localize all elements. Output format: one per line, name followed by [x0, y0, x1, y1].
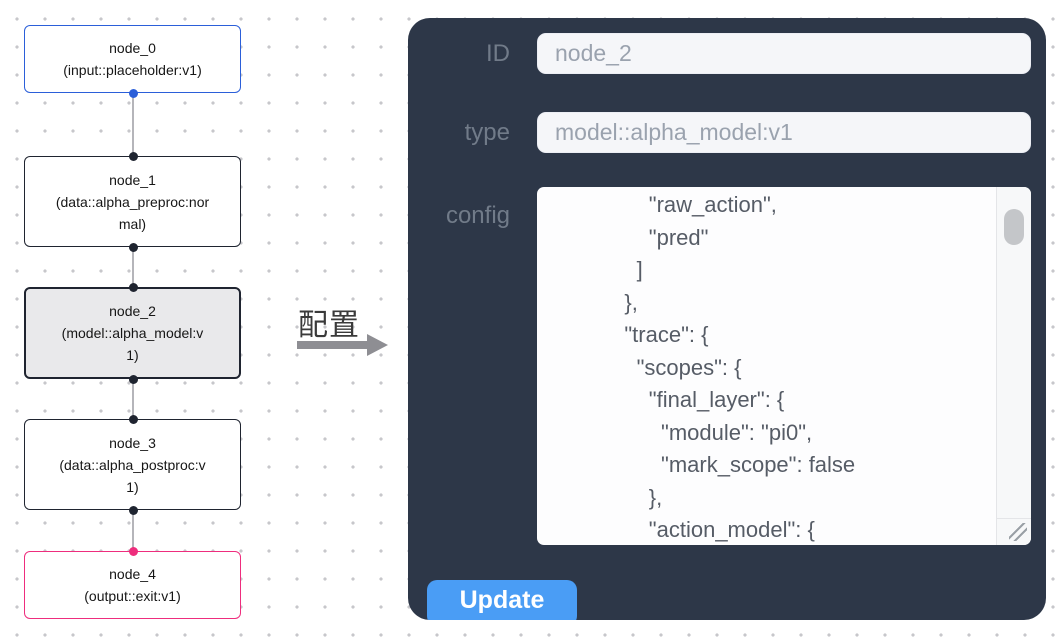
id-field-label: ID	[486, 40, 510, 67]
node2-source-handle[interactable]	[128, 374, 138, 384]
right-arrow-head-icon	[367, 334, 388, 356]
node2-target-handle[interactable]	[128, 282, 138, 292]
edge-node2-node3	[132, 379, 134, 419]
right-arrow-icon	[297, 341, 369, 349]
config-scrollbar-track[interactable]	[996, 187, 1031, 518]
configure-annotation-label: 配置	[298, 309, 360, 342]
edge-node1-node2	[132, 247, 134, 287]
node-subtitle: (data::alpha_preproc:normal)	[55, 193, 210, 232]
type-field-label: type	[464, 119, 510, 146]
node-postproc[interactable]: node_3 (data::alpha_postproc:v1)	[24, 419, 241, 510]
node-output[interactable]: node_4 (output::exit:v1)	[24, 551, 241, 619]
node-title: node_3	[109, 434, 156, 451]
node-title: node_2	[109, 303, 156, 319]
node-subtitle: (output::exit:v1)	[84, 588, 181, 604]
config-json-text: "raw_action", "pred" ] }, "trace": { "sc…	[624, 192, 856, 542]
node-config-panel: ID type config "raw_action", "pred" ] },…	[408, 18, 1046, 620]
node-subtitle: (model::alpha_model:v1)	[61, 325, 204, 363]
textarea-resize-handle-icon[interactable]	[1009, 523, 1027, 541]
node1-target-handle[interactable]	[128, 151, 138, 161]
node-title: node_1	[109, 171, 156, 188]
node3-source-handle[interactable]	[128, 505, 138, 515]
id-input[interactable]	[537, 33, 1031, 74]
config-field-label: config	[445, 202, 510, 229]
update-button[interactable]: Update	[427, 580, 577, 620]
node-input[interactable]: node_0 (input::placeholder:v1)	[24, 25, 241, 93]
node0-source-handle[interactable]	[128, 88, 138, 98]
type-input[interactable]	[537, 112, 1031, 153]
node1-source-handle[interactable]	[128, 242, 138, 252]
node-title: node_0	[109, 40, 156, 56]
node-subtitle: (input::placeholder:v1)	[63, 62, 202, 78]
config-scrollbar-thumb[interactable]	[1004, 209, 1024, 245]
node-title: node_4	[109, 566, 156, 582]
config-textarea[interactable]: "raw_action", "pred" ] }, "trace": { "sc…	[537, 187, 1031, 545]
node4-target-handle[interactable]	[128, 546, 138, 556]
node-model-selected[interactable]: node_2 (model::alpha_model:v1)	[24, 287, 241, 379]
node3-target-handle[interactable]	[128, 414, 138, 424]
node-preproc[interactable]: node_1 (data::alpha_preproc:normal)	[24, 156, 241, 247]
edge-node0-node1	[132, 93, 134, 156]
node-subtitle: (data::alpha_postproc:v1)	[59, 456, 206, 495]
edge-node3-node4	[132, 510, 134, 551]
